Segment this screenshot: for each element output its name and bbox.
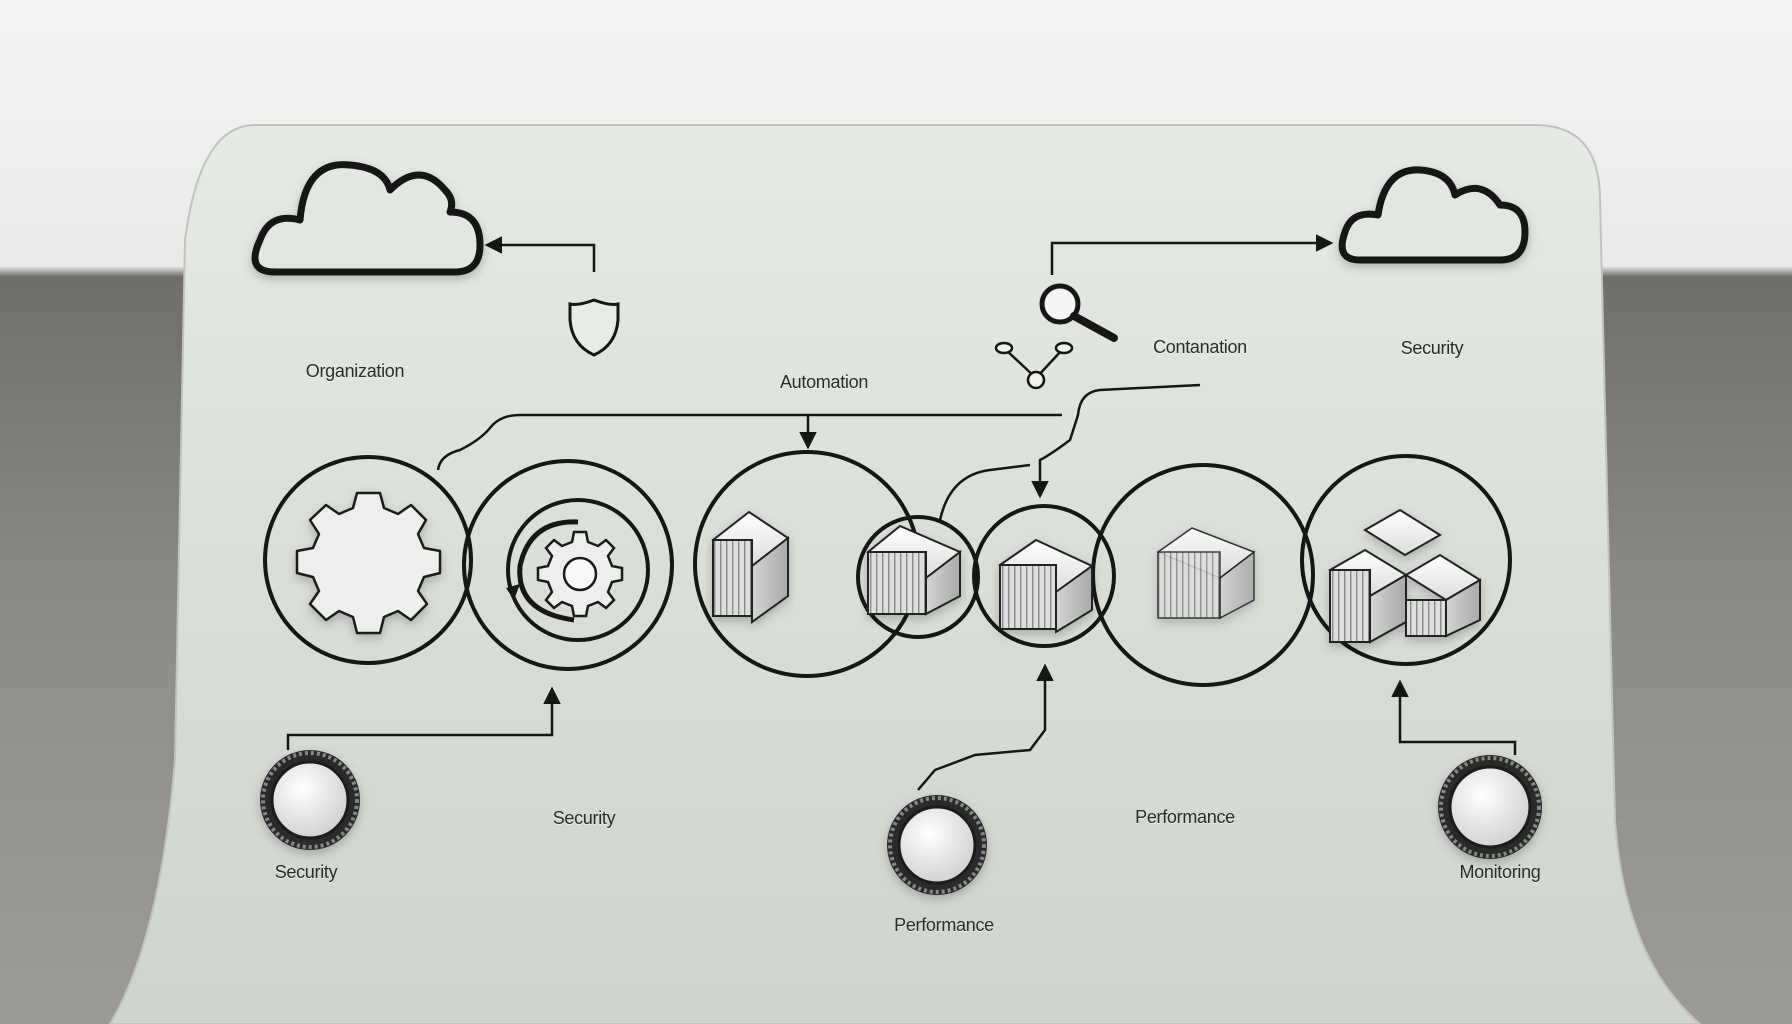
gear-icon	[295, 491, 442, 635]
label-security-bottom: Security	[274, 862, 338, 882]
container-icon	[866, 524, 962, 616]
label-contanation: Contanation	[1153, 337, 1247, 357]
sync-gear-icon	[506, 498, 650, 642]
container-stack-icon	[1328, 508, 1482, 644]
knob-icon	[1438, 755, 1542, 859]
knob-icon	[887, 795, 987, 895]
label-monitoring: Monitoring	[1459, 862, 1541, 882]
container-icon	[711, 510, 790, 624]
cloud-icon	[1338, 166, 1529, 264]
cloud-icon	[251, 161, 484, 276]
shield-icon	[568, 298, 620, 357]
label-organization: Organization	[305, 361, 405, 381]
knob-icon	[260, 750, 360, 850]
label-automation: Automation	[779, 372, 869, 392]
label-performance-bottom: Performance	[894, 915, 994, 935]
container-icon	[1156, 527, 1256, 620]
label-performance-mid: Performance	[1135, 807, 1235, 827]
container-icon	[998, 538, 1094, 634]
label-security-top: Security	[1400, 338, 1464, 358]
tools-icon	[994, 341, 1074, 390]
magnifier-icon	[1039, 283, 1118, 342]
label-security-mid: Security	[552, 808, 616, 828]
connectors	[286, 234, 1517, 791]
